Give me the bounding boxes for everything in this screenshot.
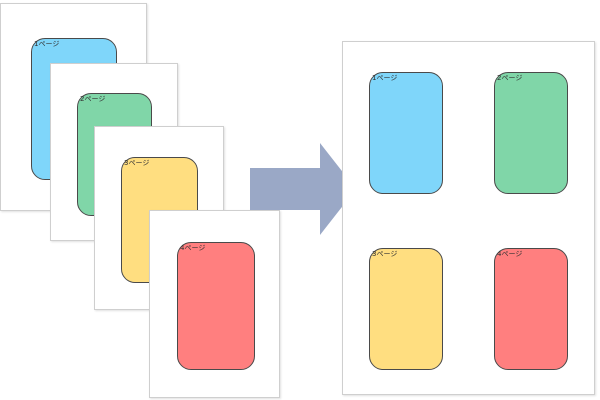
sheet-card-red: 4ページ [494, 248, 568, 370]
page-card-label: 1ページ [34, 40, 60, 48]
page-card-label: 2ページ [80, 95, 106, 103]
sheet-card-blue: 1ページ [369, 72, 443, 194]
right-arrow-icon [250, 143, 356, 239]
page-card-label: 3ページ [124, 159, 150, 167]
sheet-card-label: 1ページ [372, 74, 398, 82]
page-card-label: 4ページ [180, 244, 206, 252]
sheet-card-label: 2ページ [497, 74, 523, 82]
sheet-card-yellow: 3ページ [369, 248, 443, 370]
sheet-card-label: 3ページ [372, 250, 398, 258]
sheet-card-green: 2ページ [494, 72, 568, 194]
source-page-4: 4ページ [149, 210, 280, 398]
page-card-red: 4ページ [177, 242, 255, 370]
sheet-card-label: 4ページ [497, 250, 523, 258]
output-sheet: 1ページ 2ページ 3ページ 4ページ [342, 41, 595, 395]
